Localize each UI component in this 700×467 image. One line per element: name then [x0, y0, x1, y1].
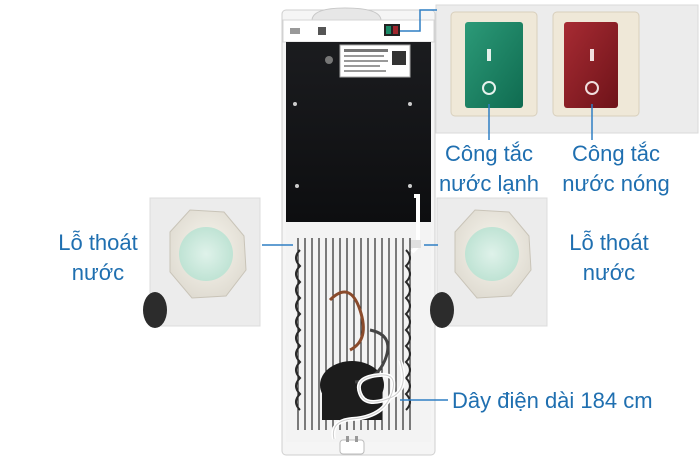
power-cord-label: Dây điện dài 184 cm	[452, 386, 653, 416]
drain-left-label: Lỗ thoát nước	[40, 228, 156, 288]
power-cord-label-text: Dây điện dài 184 cm	[452, 388, 653, 413]
cold-switch-label-line2: nước lạnh	[438, 171, 540, 196]
dispenser-body	[281, 7, 436, 456]
drain-left-label-line2: nước	[71, 260, 125, 285]
hot-switch-label-line2: nước nóng	[562, 171, 670, 196]
hot-switch-label-line1: Công tắc	[571, 141, 661, 166]
drain-inset-left	[143, 197, 261, 328]
drain-right-label-line2: nước	[582, 260, 636, 285]
callout-lines	[262, 9, 593, 401]
hot-switch-photo	[552, 11, 640, 117]
drain-right-label: Lỗ thoát nước	[554, 228, 664, 288]
drain-right-label-line1: Lỗ thoát	[569, 230, 649, 255]
drain-left-label-line1: Lỗ thoát	[58, 230, 138, 255]
drain-inset-right	[430, 197, 548, 328]
switch-inset	[435, 4, 699, 134]
cold-switch-label-line1: Công tắc	[444, 141, 534, 166]
cold-switch-photo	[450, 11, 538, 117]
cold-switch-label: Công tắc nước lạnh	[431, 139, 547, 199]
hot-switch-label: Công tắc nước nóng	[556, 139, 676, 199]
